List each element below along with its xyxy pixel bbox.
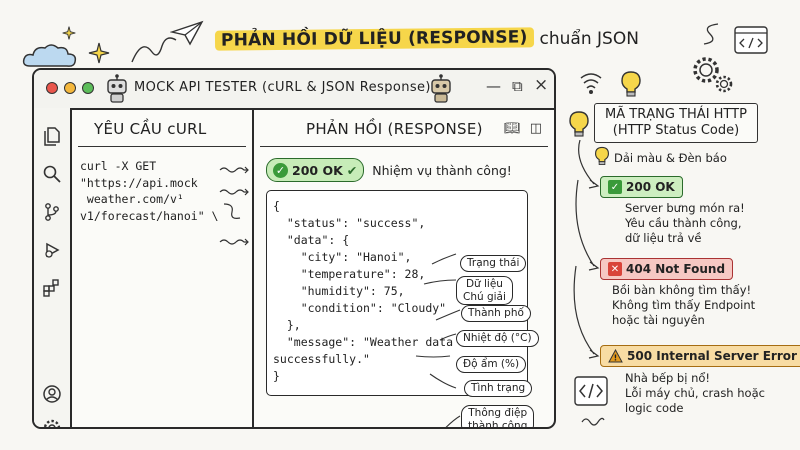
callout-temperature: Nhiệt độ (°C) [456,330,539,347]
minimize-button[interactable]: — [486,77,501,95]
status-404-label: 404 Not Found [626,262,726,276]
book-icon[interactable]: 📖︎ [504,121,521,136]
legend-subtitle: Dải màu & Đèn báo [614,151,727,165]
close-button[interactable]: × [534,75,549,95]
status-code: 200 OK [292,162,343,178]
squiggle-arrows [219,166,249,246]
lightbulb-icon [621,71,641,97]
status-message: Nhiệm vụ thành công! [372,162,512,178]
cloud-icon [22,44,77,67]
status-200-label: 200 OK [626,180,675,194]
zoom-window-dot[interactable] [82,82,94,94]
check-icon: ✓ [273,162,288,178]
squiggle-doodle [581,417,605,426]
account-icon[interactable] [42,384,62,404]
wifi-icon [580,73,602,94]
callout-status: Trạng thái [460,255,527,272]
response-pane: PHẢN HỒI (RESPONSE) 📖︎ ◫ ✓ 200 OK ✔ Nhiệ… [254,108,554,427]
code-icon [574,376,608,406]
maximize-button[interactable]: ⧉ [512,77,523,95]
divider [260,146,548,147]
paper-plane-icon [170,20,204,46]
status-500-badge: ! 500 Internal Server Error [600,345,800,367]
gear-icon [693,57,733,93]
status-404-badge: ✕ 404 Not Found [600,258,734,280]
error-x-icon: ✕ [608,262,622,276]
request-pane: YÊU CẦU cURL curl -X GET "https://api.mo… [72,108,254,427]
status-500-desc: Nhà bếp bị nổ! Lỗi máy chủ, crash hoặc l… [625,371,765,415]
status-404-desc: Bồi bàn không tìm thấy! Không tìm thấy E… [612,283,756,327]
status-200-desc: Server bưng món ra! Yêu cầu thành công, … [625,201,745,245]
lightbulb-icon [594,146,610,165]
warning-icon: ! [608,349,623,363]
svg-text:!: ! [614,354,618,363]
lightbulb-icon [569,111,589,137]
legend-title: MÃ TRẠNG THÁI HTTP (HTTP Status Code) [594,103,758,143]
status-badge: ✓ 200 OK ✔ [266,158,365,182]
swirl-doodle [131,37,177,63]
sparkle-icon [62,26,76,40]
split-view-icon[interactable]: ◫ [529,121,542,136]
callout-data: Dữ liệu Chú giải [456,276,513,305]
page-title-rest: chuẩn JSON [539,29,639,49]
callout-connectors [415,253,461,427]
extensions-icon[interactable] [42,278,62,298]
status-500-label: 500 Internal Server Error [627,349,797,363]
sparkle-icon [88,42,110,64]
window-titlebar: MOCK API TESTER (cURL & JSON Response) —… [34,70,554,110]
minimize-window-dot[interactable] [64,82,76,94]
curl-command[interactable]: curl -X GET "https://api.mock weather.co… [80,159,219,223]
status-row: ✓ 200 OK ✔ Nhiệm vụ thành công! [266,158,512,182]
activity-bar [34,108,72,427]
check-mark-icon: ✔ [346,162,358,178]
code-icon [734,26,768,54]
response-title: PHẢN HỒI (RESPONSE) [306,120,483,138]
page-title: PHẢN HỒI DỮ LIỆU (RESPONSE) chuẩn JSON [214,27,639,51]
close-window-dot[interactable] [46,82,58,94]
search-icon[interactable] [42,164,62,184]
status-200-badge: ✓ 200 OK [600,176,683,198]
callout-condition: Tình trạng [464,380,533,397]
response-toolbar: 📖︎ ◫ [504,121,542,136]
divider [78,146,246,147]
api-tester-window: MOCK API TESTER (cURL & JSON Response) —… [32,68,556,429]
debug-icon[interactable] [42,240,62,260]
page-title-highlight: PHẢN HỒI DỮ LIỆU (RESPONSE) [214,27,534,51]
check-icon: ✓ [608,180,622,194]
robot-icon [107,74,127,103]
robot-icon [431,74,451,103]
callout-message: Thông điệp thành công [461,405,535,427]
callout-city: Thành phố [461,305,531,322]
callout-humidity: Độ ẩm (%) [456,356,527,373]
files-icon[interactable] [42,126,62,146]
legend-connector [573,140,600,359]
request-title: YÊU CẦU cURL [94,120,207,138]
window-title: MOCK API TESTER (cURL & JSON Response) [134,80,431,95]
settings-icon[interactable] [42,418,62,429]
source-control-icon[interactable] [42,202,62,222]
swirl-doodle [703,23,719,45]
